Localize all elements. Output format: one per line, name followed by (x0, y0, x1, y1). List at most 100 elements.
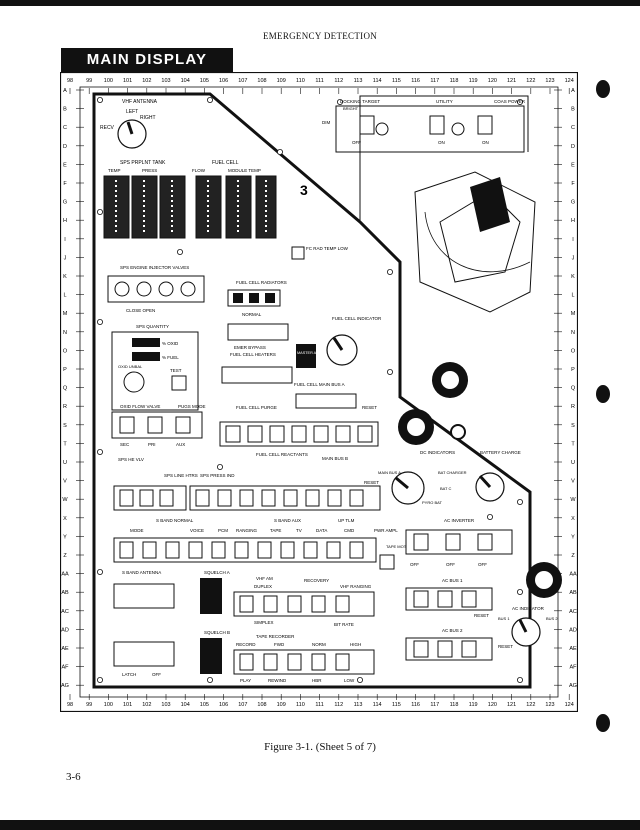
row-letter: A (571, 88, 575, 94)
row-letter: B (63, 107, 67, 113)
svg-text:AUX: AUX (176, 442, 185, 447)
column-number: 103 (161, 702, 170, 708)
fuel-cell-reactants[interactable]: FUEL CELL REACTANTS MAIN BUS B (219, 421, 379, 461)
row-letter: S (63, 423, 67, 429)
column-number: 115 (392, 702, 401, 708)
column-number: 117 (430, 78, 439, 84)
row-letter: P (571, 367, 575, 373)
row-letter: V (571, 479, 575, 485)
svg-text:FUEL CELL REACTANTS: FUEL CELL REACTANTS (256, 452, 308, 457)
sps-injector-valves[interactable]: SPS ENGINE INJECTOR VALVES CLOSE OPEN SP… (107, 265, 205, 329)
top-rule (0, 0, 640, 6)
column-number: 120 (488, 78, 497, 84)
s-band-toggle[interactable] (211, 541, 226, 559)
svg-text:SPS PRESS IND: SPS PRESS IND (200, 473, 235, 478)
sps-line-heaters[interactable]: SPS HE VLV SPS LINE HTRS SPS PRESS IND R… (113, 457, 381, 511)
s-band-toggle[interactable] (234, 541, 249, 559)
column-number: 100 (104, 702, 113, 708)
s-band-antenna-and-vhf[interactable]: S BAND ANTENNA SQUELCH A VHF AM DUPLEX R… (113, 570, 375, 674)
svg-text:EMER BYPASS: EMER BYPASS (234, 345, 266, 350)
svg-text:FUEL CELL PURGE: FUEL CELL PURGE (236, 405, 277, 410)
row-letter: L (571, 293, 574, 299)
fuel-cell-indicator-selector[interactable]: FUEL CELL INDICATOR (326, 316, 382, 366)
column-number: 115 (392, 78, 401, 84)
svg-text:HBR: HBR (312, 678, 322, 683)
s-band-toggle[interactable] (257, 541, 272, 559)
column-number: 114 (373, 78, 382, 84)
row-letter: V (63, 479, 67, 485)
vhf-antenna-selector[interactable]: VHF ANTENNA LEFT RIGHT RECV (100, 99, 158, 149)
column-number: 112 (334, 78, 343, 84)
svg-text:LATCH: LATCH (122, 672, 136, 677)
row-letter: AC (569, 609, 577, 615)
svg-text:VHF AM: VHF AM (256, 576, 273, 581)
column-number: 116 (411, 78, 420, 84)
s-band-toggle[interactable] (326, 541, 341, 559)
s-band-toggle[interactable] (188, 541, 203, 559)
svg-text:SQUELCH B: SQUELCH B (204, 630, 230, 635)
row-letter: T (571, 441, 575, 447)
column-number: 105 (200, 78, 209, 84)
fuel-cell-purge[interactable]: FUEL CELL MAIN BUS A FUEL CELL PURGE RES… (236, 382, 377, 410)
svg-text:FUEL CELL RADIATORS: FUEL CELL RADIATORS (236, 280, 287, 285)
screw-icon (516, 589, 523, 596)
fuel-cell-radiators[interactable]: FUEL CELL RADIATORS NORMAL (227, 280, 287, 317)
ac-indicator-selector[interactable]: AC INDICATOR BUS 1 BUS 2 (498, 606, 558, 647)
s-band-toggle[interactable] (349, 541, 364, 559)
svg-text:S BAND NORMAL: S BAND NORMAL (156, 518, 194, 523)
row-letter: G (63, 200, 67, 206)
svg-text:LOW: LOW (344, 678, 355, 683)
row-letter: Q (63, 386, 68, 392)
column-number: 110 (296, 78, 305, 84)
svg-text:DIM: DIM (322, 120, 331, 125)
s-band-toggle[interactable] (280, 541, 295, 559)
column-number: 114 (373, 702, 382, 708)
dc-ac-meters (398, 362, 562, 598)
fuel-cell-gauges: FUEL CELL FLOW MODULE TEMP (192, 160, 277, 239)
row-letter: R (63, 404, 67, 410)
s-band-toggle[interactable] (142, 541, 157, 559)
svg-text:SPS LINE HTRS: SPS LINE HTRS (164, 473, 198, 478)
svg-text:MODULE TEMP: MODULE TEMP (228, 168, 261, 173)
svg-text:VOICE: VOICE (190, 528, 204, 533)
svg-text:UP TLM: UP TLM (338, 518, 355, 523)
svg-text:MODE: MODE (130, 528, 144, 533)
svg-text:TAPE: TAPE (270, 528, 281, 533)
docking-utility-panel[interactable]: DOCKING TARGET BRIGHT UTILITY COAS POWER… (322, 99, 526, 153)
svg-text:HIGH: HIGH (350, 642, 361, 647)
dc-indicators-selector[interactable]: DC INDICATORS BATTERY CHARGE MAIN BUS A … (378, 450, 521, 505)
s-band-toggle[interactable] (303, 541, 318, 559)
oxid-flow-valve[interactable]: OXID FLOW VALVE PUGS MODE SEC PRI AUX (111, 404, 206, 447)
svg-text:PCM: PCM (218, 528, 228, 533)
tape-recorder-controls[interactable]: TAPE RECORDER RECORD FWD NORM HIGH PLAY … (113, 634, 375, 683)
svg-text:BAT CHARGER: BAT CHARGER (438, 470, 467, 475)
svg-text:OFF: OFF (446, 562, 455, 567)
svg-text:TEST: TEST (170, 368, 182, 373)
svg-text:BRIGHT: BRIGHT (343, 106, 359, 111)
screw-icon (486, 513, 493, 520)
s-band-toggle[interactable] (119, 541, 134, 559)
svg-text:PWR AMPL: PWR AMPL (374, 528, 398, 533)
svg-text:REWIND: REWIND (268, 678, 287, 683)
s-band-mode-switches[interactable]: S BAND NORMAL S BAND AUX UP TLM MODE VOI… (113, 518, 413, 570)
column-number: 108 (257, 702, 266, 708)
svg-text:RECV: RECV (100, 125, 115, 131)
svg-text:MASTER ALARM: MASTER ALARM (297, 351, 327, 355)
ac-inverter[interactable]: AC INVERTER OFF OFF OFF AC BUS 1 RESET A… (405, 518, 513, 661)
row-letter: AF (61, 665, 69, 671)
svg-text:FUEL CELL HEATERS: FUEL CELL HEATERS (230, 352, 276, 357)
column-number: 102 (142, 78, 151, 84)
row-letter: C (63, 125, 67, 131)
bottom-rule (0, 820, 640, 830)
binder-hole-middle (596, 385, 610, 403)
svg-text:BAT C: BAT C (440, 486, 452, 491)
screw-icon (177, 248, 184, 255)
svg-text:ON: ON (438, 140, 445, 145)
fuel-cell-heaters[interactable]: EMER BYPASS FUEL CELL HEATERS MASTER ALA… (221, 323, 327, 384)
row-letter: L (63, 293, 66, 299)
s-band-toggle[interactable] (165, 541, 180, 559)
row-letter: Z (571, 553, 575, 559)
screw-icon (97, 448, 104, 455)
binder-hole-top (596, 80, 610, 98)
